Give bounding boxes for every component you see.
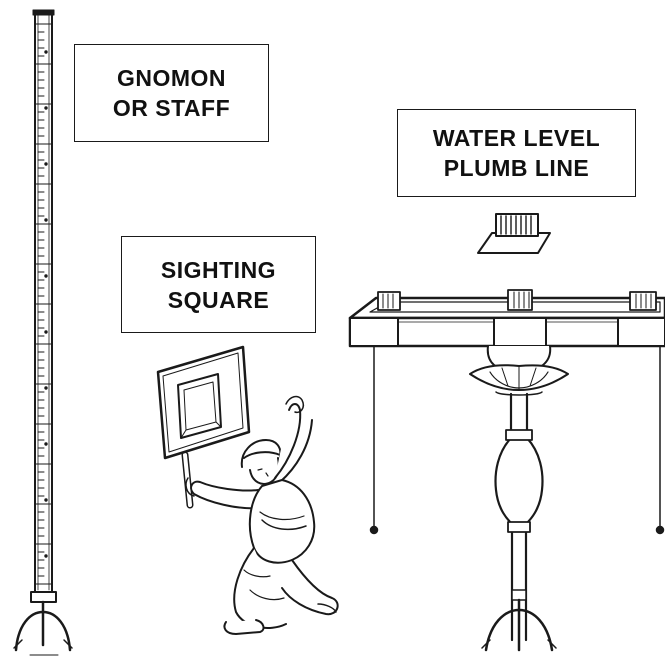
gnomon-mark <box>45 107 47 109</box>
gnomon-label: GNOMON OR STAFF <box>74 44 269 142</box>
gnomon-mark <box>45 387 47 389</box>
gnomon-mark <box>45 331 47 333</box>
sighting-square-label-line-1: SIGHTING <box>161 255 276 285</box>
water-level-label: WATER LEVEL PLUMB LINE <box>397 109 636 197</box>
water-level-icon <box>350 290 665 650</box>
gnomon-label-line-1: GNOMON <box>117 63 226 93</box>
gnomon-mark <box>45 275 47 277</box>
sighting-square-label: SIGHTING SQUARE <box>121 236 316 333</box>
sighting-square-icon <box>158 347 249 505</box>
water-level-label-line-1: WATER LEVEL <box>433 123 600 153</box>
float-block-icon <box>478 214 550 253</box>
gnomon-staff-icon <box>14 10 72 655</box>
gnomon-label-line-2: OR STAFF <box>113 93 230 123</box>
gnomon-mark <box>45 555 47 557</box>
sighting-square-label-line-2: SQUARE <box>168 285 269 315</box>
gnomon-mark <box>45 443 47 445</box>
gnomon-mark <box>45 51 47 53</box>
gnomon-mark <box>45 499 47 501</box>
gnomon-mark <box>45 163 47 165</box>
water-level-label-line-2: PLUMB LINE <box>444 153 590 183</box>
gnomon-mark <box>45 219 47 221</box>
